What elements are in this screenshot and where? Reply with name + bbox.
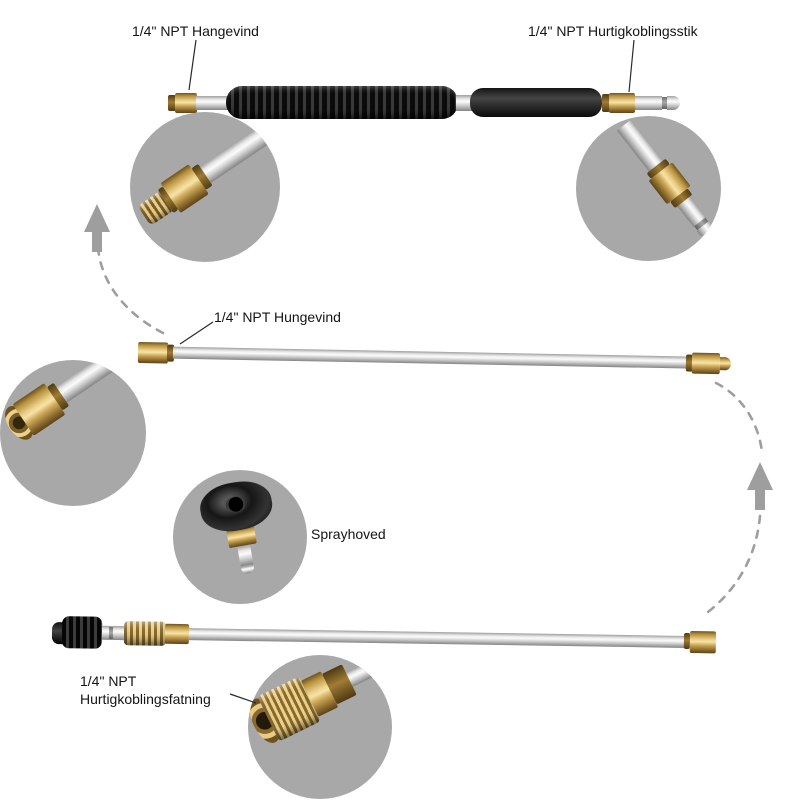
wand-top-left-ring [168, 95, 176, 111]
dashed-arc-right-lower [706, 514, 762, 614]
female-thread-rod [55, 360, 146, 403]
quick-coupler-rod [345, 655, 392, 687]
inset-quick-plug-detail [576, 116, 721, 261]
inset-male-thread-detail [130, 112, 280, 262]
up-arrow-left-icon [84, 204, 110, 252]
wand-middle-tube [172, 346, 688, 369]
female-thread-zoom-group [0, 360, 146, 445]
label-middle: 1/4" NPT Hungevind [214, 309, 341, 325]
inset-spray-head-detail [173, 470, 307, 604]
wand-top-assembly [168, 85, 683, 121]
male-thread-rod [199, 112, 280, 183]
label-bottom-line2: Hurtigkoblingsfatning [80, 691, 211, 708]
quick-coupler-zoom-group [248, 655, 392, 748]
wand-top-right-ring [602, 94, 610, 112]
wand-middle-right-hex-fitting [691, 352, 721, 375]
spray-head-hole [224, 494, 248, 514]
bottom-wand-right-hex-fitting [689, 631, 717, 654]
wand-top-plug-tip [667, 96, 680, 110]
spray-nozzle-body [61, 616, 103, 649]
wand-top-plug-groove [662, 97, 667, 109]
spray-head-zoom-group [196, 476, 285, 579]
dashed-arc-right-upper [714, 381, 764, 454]
quick-plug-rod [616, 119, 664, 172]
spray-head-plug-tip [240, 565, 255, 575]
wand-top-smooth-grip [470, 88, 602, 117]
pointer-line-top-left [188, 39, 197, 91]
wand-middle-assembly [137, 340, 732, 377]
bottom-wand-left-hex-fitting [164, 623, 190, 645]
inset-quick-coupler-detail [248, 655, 392, 799]
label-top-right: 1/4" NPT Hurtigkoblingsstik [528, 23, 698, 39]
label-top-left: 1/4" NPT Hangevind [132, 23, 259, 39]
wand-top-left-hex-fitting [175, 93, 197, 113]
quick-connect-collar [123, 621, 167, 646]
up-arrow-right-icon [747, 462, 773, 510]
male-thread-zoom-group [134, 112, 280, 231]
dashed-arc-left [96, 245, 165, 335]
wand-top-mid-connector [456, 95, 472, 111]
wand-top-quick-plug [635, 96, 662, 110]
inset-female-thread-detail [0, 360, 146, 506]
spray-head-plug [236, 544, 253, 567]
quick-plug-zoom-group [612, 116, 721, 245]
spray-head-knob [196, 476, 276, 537]
wand-top-left-tube [196, 96, 230, 110]
label-bottom-line1: 1/4" NPT [80, 673, 137, 689]
wand-top-right-hex-fitting [609, 93, 635, 113]
label-bottom: 1/4" NPT Hurtigkoblingsfatning [80, 672, 211, 708]
bottom-wand-plug-groove [108, 626, 114, 639]
wand-top-ribbed-grip [226, 86, 458, 119]
label-spray-head: Sprayhoved [311, 526, 386, 542]
wand-middle-right-nipple [719, 357, 732, 371]
bottom-wand-tube [188, 628, 686, 648]
